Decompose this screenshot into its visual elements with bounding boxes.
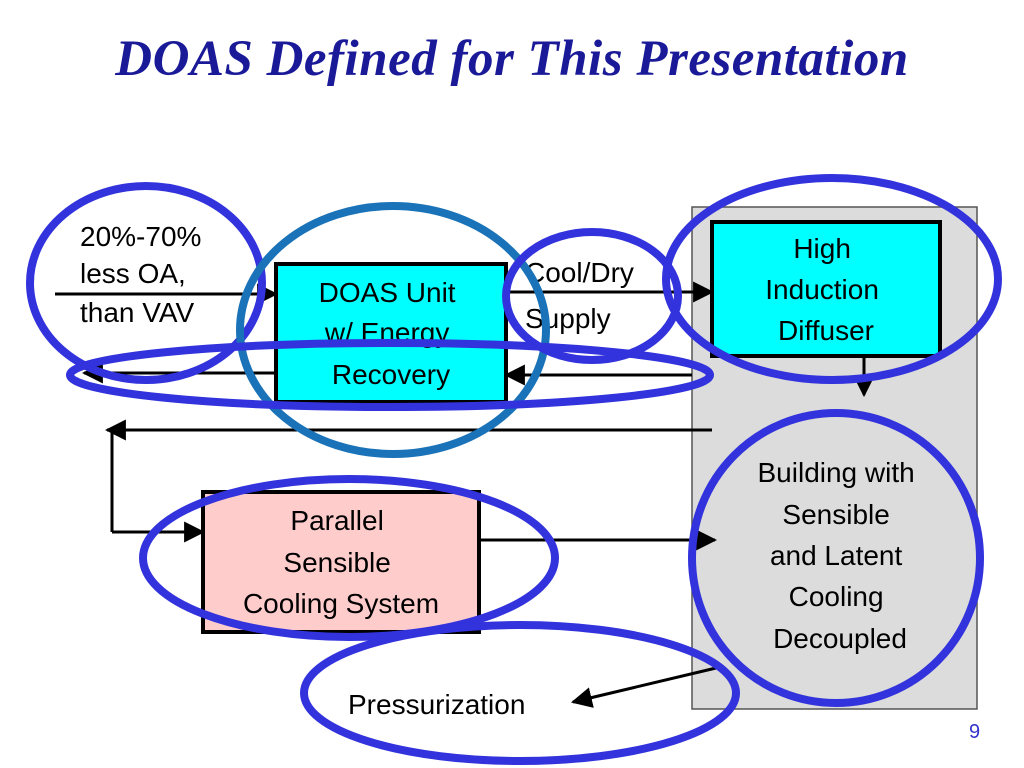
parallel-cooling-line: Parallel xyxy=(290,505,383,536)
supply-label: Cool/Dry Supply xyxy=(525,257,642,334)
supply-highlight xyxy=(502,228,682,364)
doas-unit-highlight xyxy=(236,202,550,458)
parallel-cooling-line: Sensible xyxy=(283,547,390,578)
diffuser-box xyxy=(710,220,942,358)
parallel-cooling-line: Cooling System xyxy=(243,588,439,619)
diffuser-line: Induction xyxy=(765,274,879,305)
page-number: 9 xyxy=(969,721,980,743)
oa-note-highlight xyxy=(26,182,266,384)
supply-label-line: Supply xyxy=(525,303,611,334)
parallel-cooling-label: Parallel Sensible Cooling System xyxy=(243,505,439,619)
oa-note-line: than VAV xyxy=(80,297,194,328)
doas-unit-label: DOAS Unit w/ Energy Recovery xyxy=(319,277,464,390)
building-highlight xyxy=(688,409,984,707)
doas-unit-line: DOAS Unit xyxy=(319,277,456,308)
building-line: Cooling xyxy=(789,581,884,612)
supply-label-line: Cool/Dry xyxy=(525,257,634,288)
pressurization-highlight xyxy=(300,621,740,765)
oa-note-line: less OA, xyxy=(80,258,186,289)
parallel-cooling-highlight xyxy=(139,475,559,641)
parallel-cooling-box xyxy=(201,490,481,634)
diffuser-line: High xyxy=(793,233,851,264)
oa-note: 20%-70% less OA, than VAV xyxy=(80,221,209,328)
pressurization-label: Pressurization xyxy=(348,689,525,720)
building-line: Decoupled xyxy=(773,623,907,654)
diffuser-label: High Induction Diffuser xyxy=(765,233,886,346)
oa-note-line: 20%-70% xyxy=(80,221,201,252)
pressurization-arrow xyxy=(570,666,717,708)
exhaust-return-highlight xyxy=(66,339,714,411)
building-line: Sensible xyxy=(782,499,889,530)
building-line: Building with xyxy=(758,457,915,488)
building-line: and Latent xyxy=(770,540,903,571)
doas-unit-line: Recovery xyxy=(332,359,450,390)
building-label: Building with Sensible and Latent Coolin… xyxy=(758,457,923,654)
diffuser-line: Diffuser xyxy=(778,315,874,346)
doas-unit-box xyxy=(274,262,508,404)
slide-title: DOAS Defined for This Presentation xyxy=(115,31,909,87)
diffuser-highlight xyxy=(662,174,1002,384)
